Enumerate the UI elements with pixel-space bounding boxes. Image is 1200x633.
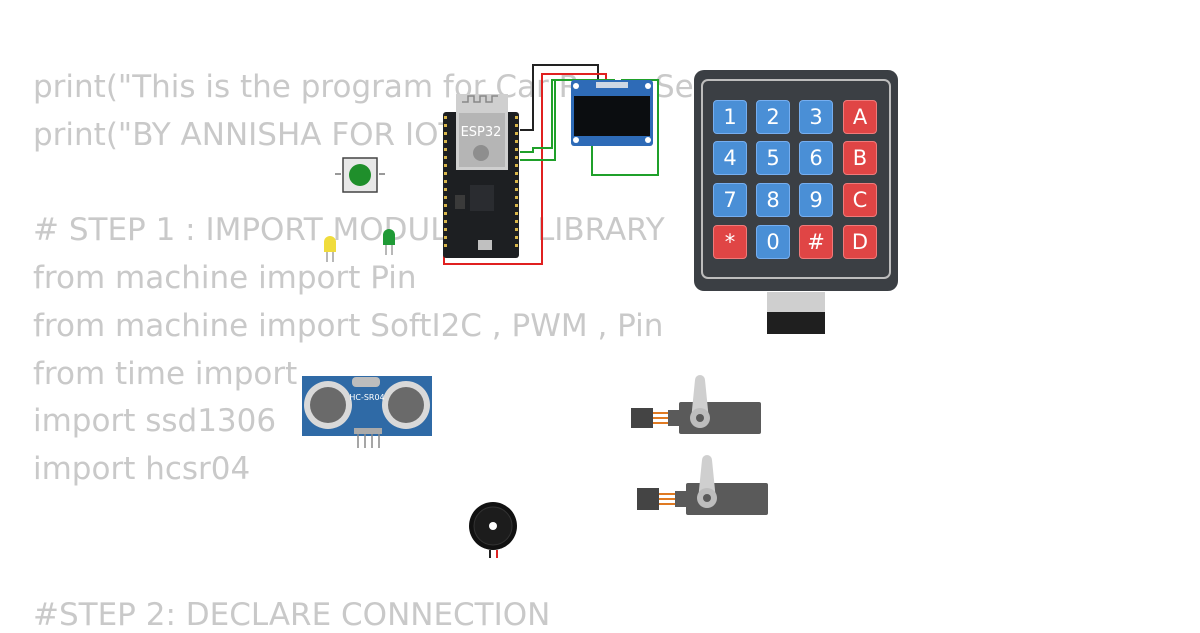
esp32-pins-left (444, 116, 447, 247)
ultrasonic-label: HC-SR04 (349, 393, 384, 402)
code-line-4-tail: LIBRARY (537, 212, 665, 248)
keypad-key-c[interactable]: C (843, 183, 877, 217)
code-line-7: from time import (33, 356, 298, 392)
push-button[interactable] (335, 157, 385, 193)
keypad-key-6[interactable]: 6 (799, 141, 833, 175)
code-line-5: from machine import Pin (33, 260, 417, 296)
servo-motor-1[interactable] (631, 375, 761, 434)
wifi-icon (473, 145, 489, 161)
code-line-2: print("BY ANNISHA FOR IOT (33, 117, 458, 153)
ultrasonic-sensor[interactable]: HC-SR04 (302, 376, 432, 448)
usb-port (478, 240, 492, 250)
keypad-key-1[interactable]: 1 (713, 100, 747, 134)
keypad-key-0[interactable]: 0 (756, 225, 790, 259)
keypad-key-2[interactable]: 2 (756, 100, 790, 134)
oled-screen (574, 96, 650, 136)
keypad-key-star[interactable]: * (713, 225, 747, 259)
keypad-key-7[interactable]: 7 (713, 183, 747, 217)
keypad-key-b[interactable]: B (843, 141, 877, 175)
led-green[interactable] (383, 229, 395, 255)
keypad-key-8[interactable]: 8 (756, 183, 790, 217)
code-line-8: import ssd1306 (33, 403, 277, 439)
esp32-pins-right (515, 116, 518, 247)
keypad-key-4[interactable]: 4 (713, 141, 747, 175)
code-line-4: # STEP 1 : IMPORT MODUL (33, 212, 448, 248)
esp32-board[interactable]: ESP32 (443, 94, 519, 258)
led-yellow[interactable] (324, 236, 336, 262)
code-line-9: import hcsr04 (33, 451, 251, 487)
code-line-6: from machine import SoftI2C , PWM , Pin (33, 308, 664, 344)
servo-motor-2[interactable] (637, 455, 768, 515)
keypad-key-d[interactable]: D (843, 225, 877, 259)
keypad-key-5[interactable]: 5 (756, 141, 790, 175)
keypad-key-hash[interactable]: # (799, 225, 833, 259)
esp32-label: ESP32 (461, 125, 502, 140)
keypad-key-a[interactable]: A (843, 100, 877, 134)
keypad-key-3[interactable]: 3 (799, 100, 833, 134)
wire-red[interactable] (443, 73, 607, 265)
buzzer[interactable] (469, 502, 517, 558)
code-line-11: #STEP 2: DECLARE CONNECTION (33, 597, 551, 633)
keypad-key-9[interactable]: 9 (799, 183, 833, 217)
wire-black[interactable] (520, 64, 599, 131)
oled-display[interactable] (571, 80, 653, 146)
